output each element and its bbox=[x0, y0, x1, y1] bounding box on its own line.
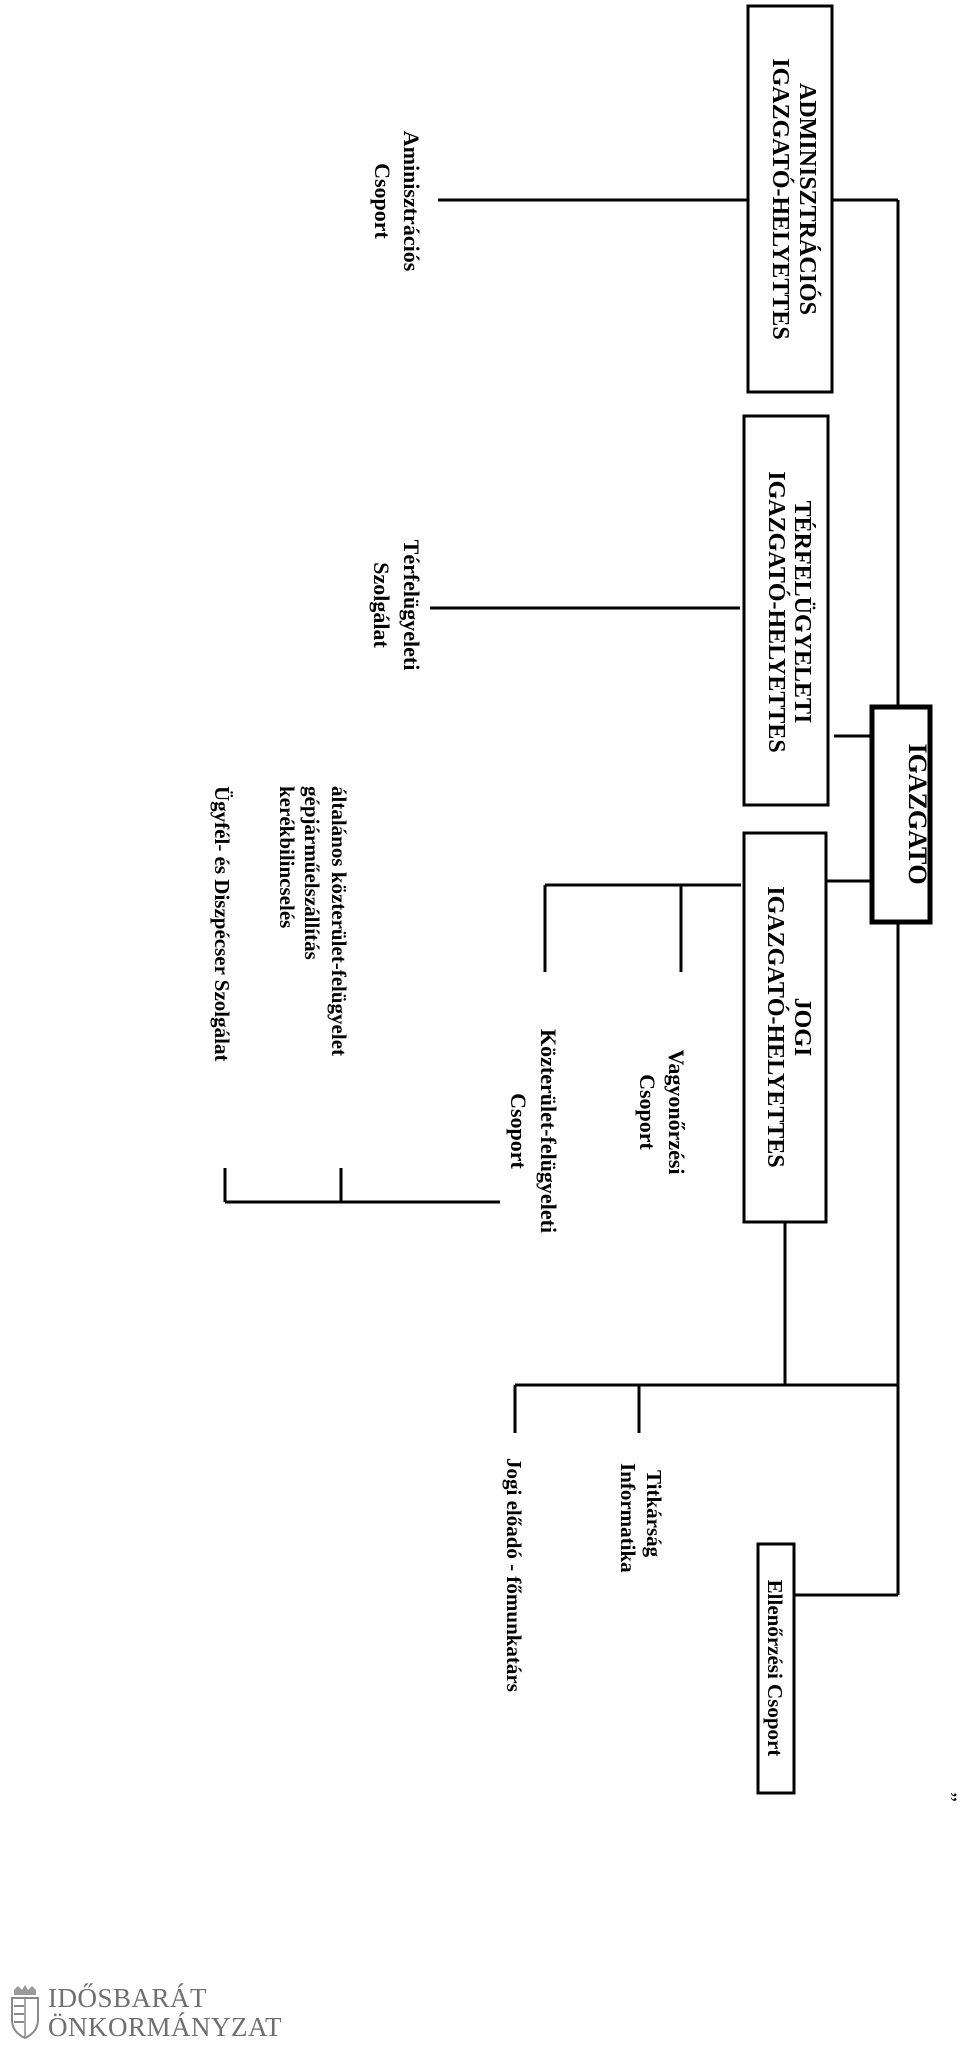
control-group-box bbox=[756, 1542, 796, 1795]
property-group-label-1: Vagyonőrzési bbox=[664, 1049, 689, 1174]
control-group-label: Ellenőrzési Csoport bbox=[763, 1580, 787, 1757]
secretariat-label-2: Informatika bbox=[616, 1463, 640, 1573]
deputy-admin-label-2: IGAZGATÓ-HELYETTES bbox=[767, 58, 794, 339]
director-box bbox=[869, 704, 933, 925]
deputy-space-label-2: IGAZGATÓ-HELYETTES bbox=[763, 471, 790, 752]
client-dispatch-label: Ügyfél- és Diszpécser Szolgálat bbox=[210, 786, 234, 1061]
public-space-group-label-1: Közterület-felügyeleti bbox=[536, 1029, 561, 1233]
deputy-legal-label-1: JOGI bbox=[789, 998, 815, 1057]
footer-line-2: ÖNKORMÁNYZAT bbox=[48, 2012, 282, 2042]
secretariat-label-1: Titkárság bbox=[642, 1470, 666, 1558]
footer-brand: IDŐSBARÁT ÖNKORMÁNYZAT bbox=[48, 1984, 282, 2042]
admin-group-label-2: Csoport bbox=[370, 163, 395, 239]
admin-group-label-1: Aminisztrációs bbox=[399, 131, 424, 272]
deputy-space-box bbox=[742, 414, 830, 807]
deputy-legal-label-2: IGAZGATÓ-HELYETTES bbox=[762, 886, 789, 1167]
property-group-label-2: Csoport bbox=[635, 1074, 660, 1150]
footer-line-1: IDŐSBARÁT bbox=[48, 1983, 208, 2013]
space-service-label-1: Térfelügyeleti bbox=[399, 540, 424, 671]
task-wheel-clamping: kerékbilincselés bbox=[275, 786, 299, 928]
task-vehicle-towing: gépjárműelszállítás bbox=[300, 786, 324, 960]
deputy-space-label-1: TÉRFELÜGYELETI bbox=[789, 501, 815, 724]
director-label: IGAZGATÓ bbox=[903, 743, 932, 884]
task-general-supervision: általános közterület-felügyelet bbox=[327, 786, 351, 1056]
deputy-admin-label-1: ADMINISZTRÁCIÓS bbox=[794, 83, 821, 315]
space-service-label-2: Szolgálat bbox=[369, 562, 394, 648]
deputy-legal-box bbox=[742, 831, 828, 1224]
closing-quote: ” bbox=[936, 1792, 960, 1802]
legal-officer-label: Jogi előadó - főmunkatárs bbox=[502, 1458, 526, 1692]
coat-of-arms-icon bbox=[11, 1985, 39, 2040]
public-space-group-label-2: Csoport bbox=[506, 1093, 531, 1169]
deputy-admin-box bbox=[746, 4, 834, 394]
